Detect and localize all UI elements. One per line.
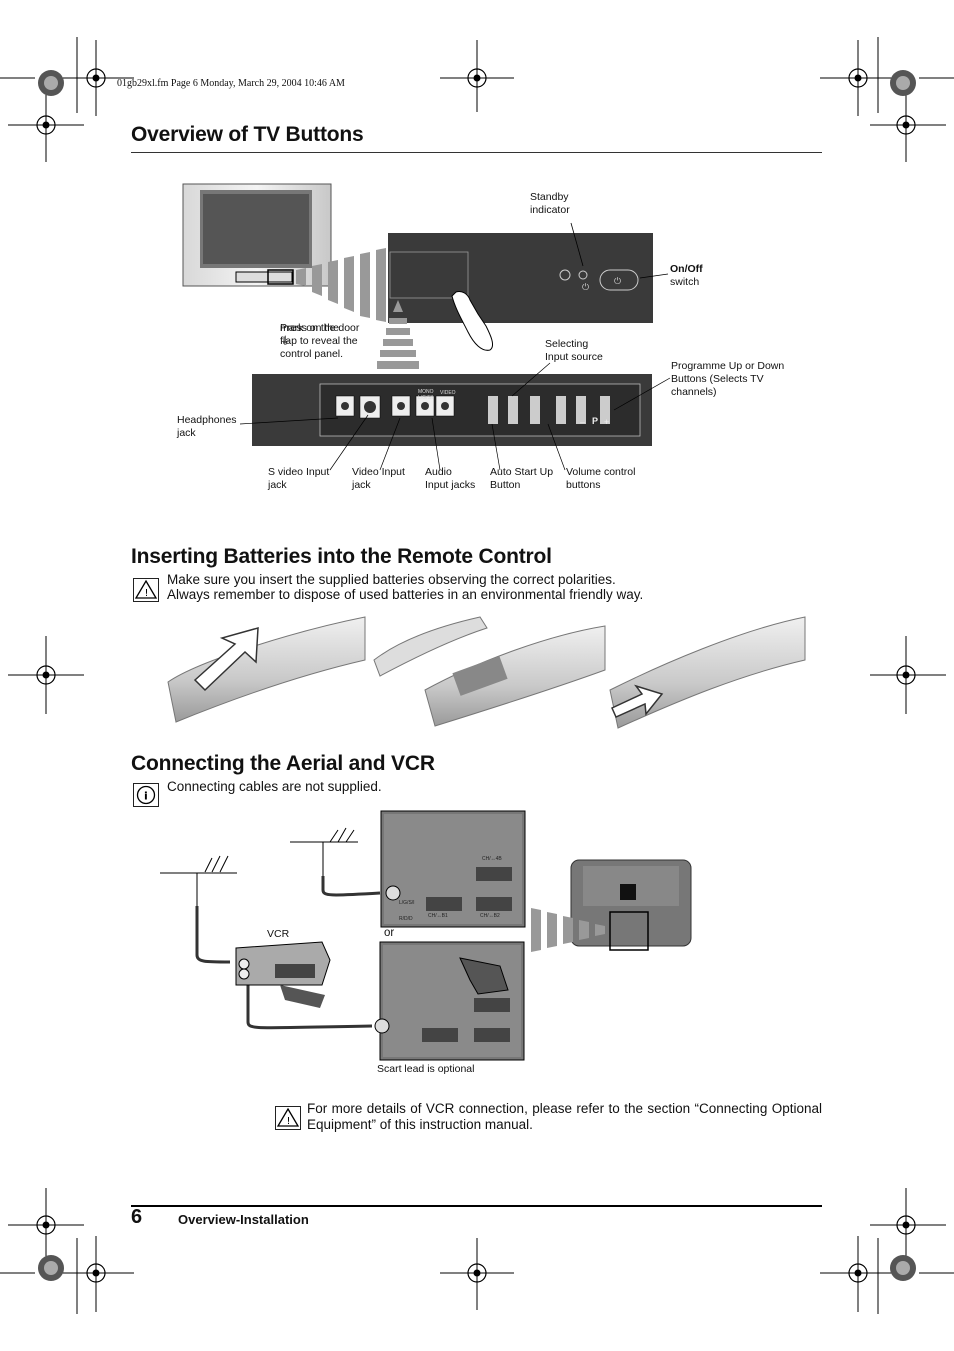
batteries-line-2: Always remember to dispose of used batte…	[167, 587, 644, 602]
door-mark-icon: ⏚	[280, 335, 291, 347]
label-volume: Volume control buttons	[566, 466, 636, 491]
panel-p-plus: +	[604, 417, 610, 427]
label-programme-buttons: Programme Up or Down Buttons (Selects TV…	[671, 360, 785, 398]
label-autostart: Auto Start Up Button	[490, 466, 554, 491]
label-press-rest: mark on the door flap to reveal the cont…	[280, 322, 360, 360]
title-rule	[131, 152, 822, 153]
label-onoff-switch: switch	[670, 276, 700, 288]
label-press-mark: Press on the ⏚	[280, 309, 339, 348]
label-or: or	[384, 927, 395, 939]
label-vcr: VCR	[267, 928, 290, 940]
warning-icon-vcr: !	[275, 1106, 301, 1130]
rear-label-in: L/G/S/I	[399, 900, 415, 906]
batteries-line-1: Make sure you insert the supplied batter…	[167, 572, 616, 587]
label-audio: Audio Input jacks	[425, 466, 476, 491]
rear-label-ch4: CH/↔4B	[482, 856, 502, 862]
panel-p-label: P	[592, 416, 599, 426]
svg-text:!: !	[287, 1116, 291, 1127]
label-video: Video Input jack	[352, 466, 405, 491]
label-scart-optional: Scart lead is optional	[377, 1063, 475, 1075]
label-selecting-input: Selecting Input source	[545, 338, 603, 363]
section-title-aerial: Connecting the Aerial and VCR	[131, 752, 435, 775]
warning-icon: !	[133, 578, 159, 602]
vcr-details-note: For more details of VCR connection, plea…	[307, 1101, 822, 1132]
rear-label-ch1: CH/↔B1	[428, 913, 448, 919]
panel-video-tag: VIDEO	[440, 390, 456, 396]
svg-text:!: !	[145, 588, 149, 599]
section-title-batteries: Inserting Batteries into the Remote Cont…	[131, 545, 552, 568]
section-title-tv-buttons: Overview of TV Buttons	[131, 123, 364, 146]
footer-section: Overview-Installation	[178, 1212, 309, 1227]
footer-rule	[131, 1205, 822, 1207]
rear-label-r: R/D/D	[399, 916, 413, 922]
label-onoff-bold: On/Off	[670, 263, 703, 275]
label-press-pre: Press on the	[280, 322, 339, 334]
panel-audio-tag: MONO L/G/S/I	[418, 389, 434, 401]
cables-note: Connecting cables are not supplied.	[167, 779, 382, 794]
label-headphones: Headphones jack	[177, 414, 237, 439]
svg-text:i: i	[144, 790, 148, 803]
file-slug: 01gb29xl.fm Page 6 Monday, March 29, 200…	[117, 78, 345, 89]
rear-label-ch2: CH/↔B2	[480, 913, 500, 919]
panel-p-minus: –	[580, 417, 586, 427]
info-icon: i	[133, 783, 159, 807]
page-number: 6	[131, 1206, 143, 1228]
label-svideo: S video Input jack	[268, 466, 330, 491]
label-standby-indicator: Standby indicator	[530, 191, 570, 216]
